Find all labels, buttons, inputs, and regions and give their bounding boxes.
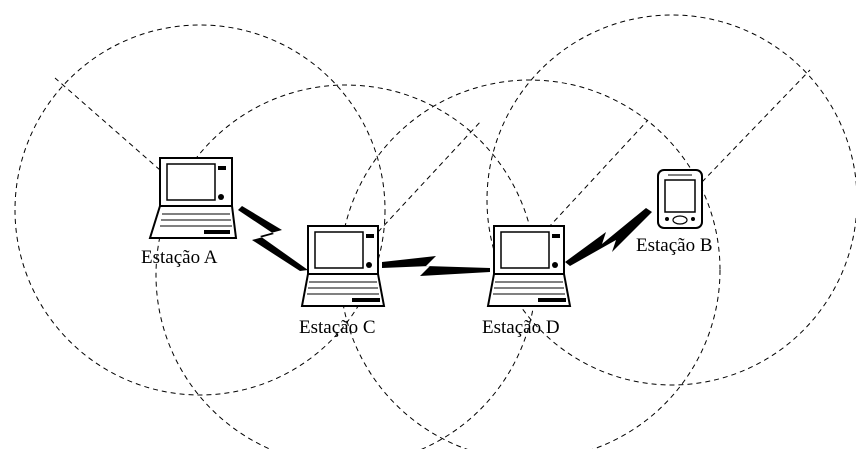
wireless-link-c-d-icon: [382, 256, 490, 276]
station-a-laptop-icon: [148, 157, 238, 239]
station-c-label: Estação C: [299, 317, 376, 338]
station-a-label: Estação A: [141, 247, 218, 268]
station-d-laptop-icon: [486, 225, 572, 307]
station-d-label: Estação D: [482, 317, 560, 338]
range-radii: [54, 69, 811, 233]
range-circle-a: [14, 24, 386, 396]
range-circle-b: [486, 14, 856, 386]
station-c-laptop-icon: [300, 225, 386, 307]
wireless-link-d-b-icon: [565, 208, 652, 266]
wireless-links: [238, 206, 652, 276]
station-b-label: Estação B: [636, 235, 713, 256]
radius-line-b: [701, 69, 811, 183]
radius-line-a: [54, 77, 161, 171]
wireless-link-a-c-icon: [238, 206, 308, 271]
radius-line-c: [377, 119, 483, 233]
station-b-pda-icon: [657, 169, 703, 229]
radius-line-d: [547, 119, 649, 229]
coverage-ranges: [14, 14, 856, 449]
